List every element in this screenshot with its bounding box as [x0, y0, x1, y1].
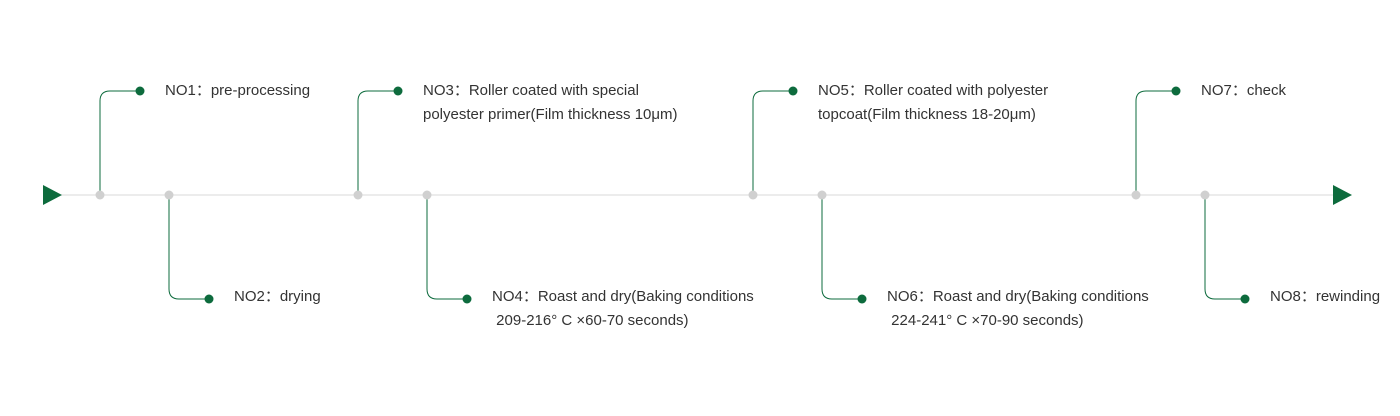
step-2-connector [168, 195, 209, 300]
step-4-axis-node [422, 190, 432, 200]
step-1-label: NO1：pre-processing [165, 79, 310, 103]
start-triangle-icon [43, 185, 62, 205]
step-1-line-1: NO1：pre-processing [165, 82, 311, 99]
step-6-axis-node [817, 190, 827, 200]
step-3-end-dot [393, 86, 403, 96]
step-8-connector [1204, 195, 1245, 300]
step-8-line-1: NO8：rewinding [1270, 288, 1381, 305]
step-6-line-1: NO6：Roast and dry(Baking conditions [887, 288, 1149, 305]
step-1-axis-node [95, 190, 105, 200]
step-7-connector [1135, 90, 1176, 195]
step-3-label: NO3：Roller coated with special polyester… [423, 79, 678, 127]
step-5-axis-node [748, 190, 758, 200]
step-5-label: NO5：Roller coated with polyester topcoat… [818, 79, 1048, 127]
end-triangle-icon [1333, 185, 1352, 205]
step-4-line-1: NO4：Roast and dry(Baking conditions [492, 288, 754, 305]
step-1-connector [99, 90, 140, 195]
step-6-end-dot [857, 294, 867, 304]
step-3-axis-node [353, 190, 363, 200]
step-3-connector [357, 90, 398, 195]
step-6-connector [821, 195, 862, 300]
step-4-end-dot [462, 294, 472, 304]
step-3-line-2: polyester primer(Film thickness 10μm) [423, 106, 678, 123]
step-4-line-2: 209-216° C ×60-70 seconds) [492, 312, 689, 329]
step-4-connector [426, 195, 467, 300]
step-3-line-1: NO3：Roller coated with special [423, 82, 639, 99]
step-8-label: NO8：rewinding [1270, 285, 1380, 309]
step-7-label: NO7：check [1201, 79, 1286, 103]
step-1-end-dot [135, 86, 145, 96]
step-8-end-dot [1240, 294, 1250, 304]
step-2-end-dot [204, 294, 214, 304]
step-7-end-dot [1171, 86, 1181, 96]
step-2-axis-node [164, 190, 174, 200]
step-2-line-1: NO2：drying [234, 288, 321, 305]
step-5-connector [752, 90, 793, 195]
step-6-line-2: 224-241° C ×70-90 seconds) [887, 312, 1084, 329]
step-8-axis-node [1200, 190, 1210, 200]
step-7-line-1: NO7：check [1201, 82, 1287, 99]
step-4-label: NO4：Roast and dry(Baking conditions 209-… [492, 285, 754, 333]
step-5-line-1: NO5：Roller coated with polyester [818, 82, 1049, 99]
step-5-line-2: topcoat(Film thickness 18-20μm) [818, 106, 1036, 123]
step-5-end-dot [788, 86, 798, 96]
step-2-label: NO2：drying [234, 285, 321, 309]
step-7-axis-node [1131, 190, 1141, 200]
step-6-label: NO6：Roast and dry(Baking conditions 224-… [887, 285, 1149, 333]
